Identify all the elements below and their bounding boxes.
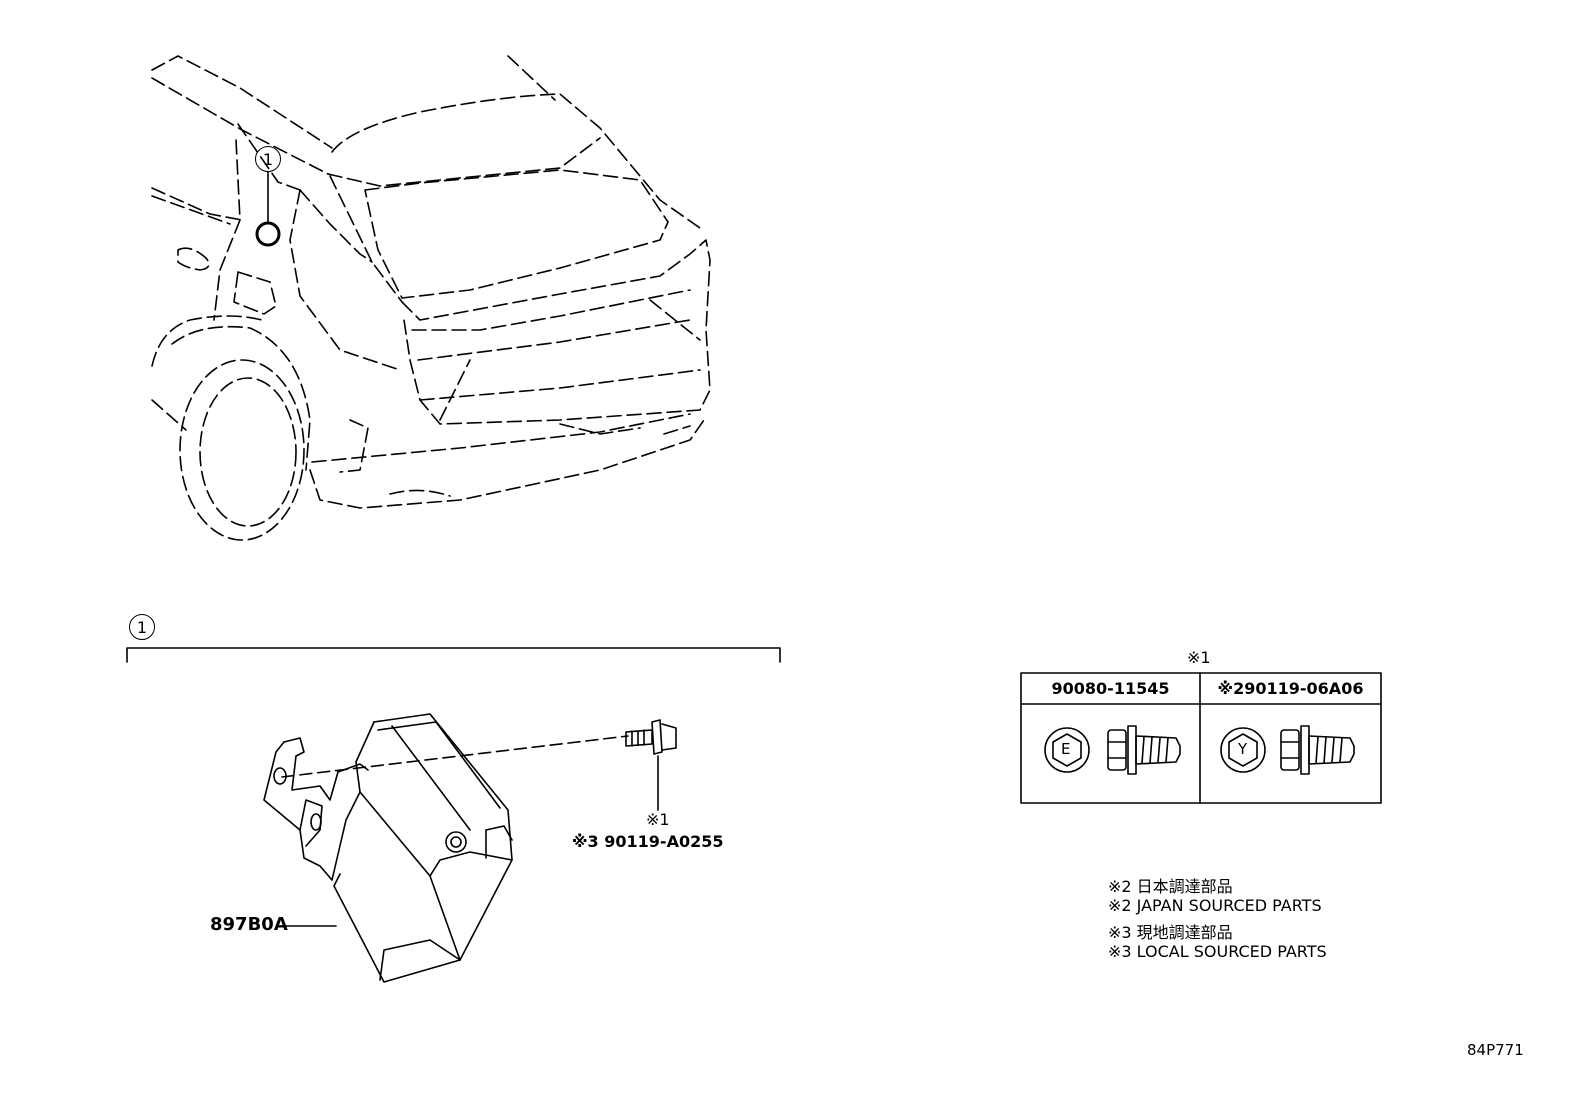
note-line-3: ※3 現地調達部品 — [1108, 923, 1233, 942]
flange-bolt-y-icon — [1220, 725, 1355, 775]
install-leader — [281, 735, 629, 778]
bolt-part-number: ※3 90119-A0255 — [572, 832, 724, 851]
section-bracket — [126, 647, 781, 663]
fastener-table-frame — [1020, 672, 1382, 804]
location-marker — [255, 221, 281, 247]
vehicle-rear-illustration — [151, 55, 711, 541]
callout-1-section-text: 1 — [136, 617, 148, 637]
sourcing-notes: ※2 日本調達部品 ※2 JAPAN SOURCED PARTS ※3 現地調達… — [1108, 873, 1327, 965]
callout-1-section: 1 — [129, 614, 155, 640]
callout-1-vehicle: 1 — [255, 146, 281, 172]
module-illustration — [263, 713, 513, 983]
module-part-number: 897B0A — [210, 914, 288, 935]
head-mark-e: E — [1061, 740, 1071, 758]
fastener-col-1-part-number: 90080-11545 — [1051, 679, 1170, 698]
figure-code: 84P771 — [1467, 1041, 1524, 1059]
head-mark-y: Y — [1238, 740, 1248, 758]
flange-bolt-e-icon — [1044, 725, 1181, 775]
note-line-1: ※2 日本調達部品 — [1108, 877, 1233, 896]
note-line-4: ※3 LOCAL SOURCED PARTS — [1108, 942, 1327, 961]
bolt-note-mark: ※1 — [646, 810, 670, 829]
fastener-table-caption: ※1 — [1187, 648, 1211, 667]
fastener-col-2-part-number: ※290119-06A06 — [1217, 679, 1364, 698]
note-line-2: ※2 JAPAN SOURCED PARTS — [1108, 896, 1322, 915]
callout-1-vehicle-text: 1 — [262, 149, 274, 169]
bolt-illustration — [625, 719, 677, 755]
